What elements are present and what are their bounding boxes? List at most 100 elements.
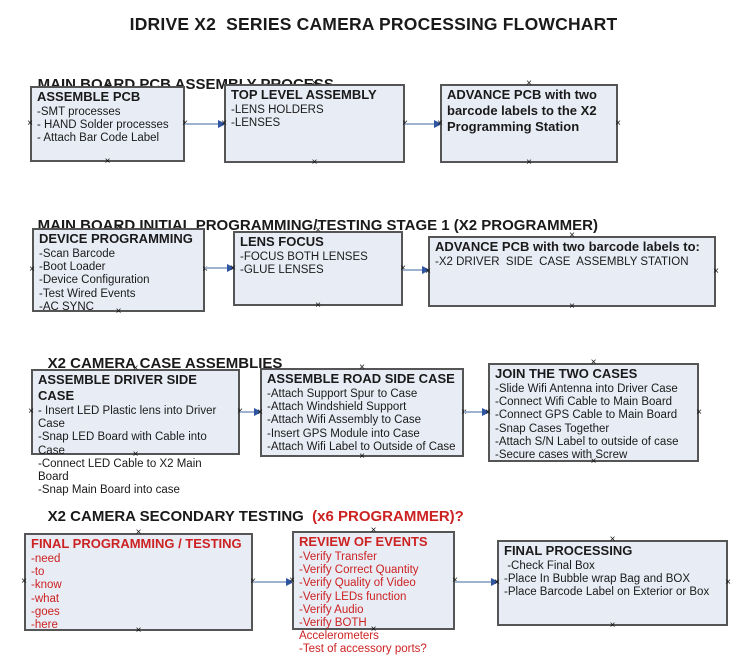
- box-item: -Attach Support Spur to Case: [267, 388, 418, 400]
- box-item: -Scan Barcode: [39, 248, 116, 260]
- flow-box-review-of-events: REVIEW OF EVENTS -Verify Transfer-Verify…: [289, 526, 458, 656]
- box-item: -X2 DRIVER SIDE CASE ASSEMBLY STATION: [435, 256, 689, 268]
- box-items: -Check Final Box-Place In Bubble wrap Ba…: [504, 560, 722, 600]
- connection-point-icon: ×: [526, 157, 532, 168]
- box-item: -what: [31, 592, 60, 605]
- flow-box-assemble-driver-side-case: ASSEMBLE DRIVER SIDE CASE - Insert LED P…: [28, 364, 243, 497]
- box-item: -Attach Wifi Label to Outside of Case: [267, 440, 456, 453]
- box-item: -Attach S/N Label to outside of case: [495, 435, 679, 448]
- box-title: LENS FOCUS: [240, 234, 324, 249]
- connection-point-icon: ×: [725, 577, 731, 588]
- box-items: -Verify Transfer-Verify Correct Quantity…: [299, 551, 449, 657]
- box-title: FINAL PROCESSING: [504, 543, 633, 558]
- box-item: -Secure cases with Screw: [495, 449, 628, 462]
- box-items: -SMT processes- HAND Solder processes- A…: [37, 106, 179, 146]
- box-item: -Insert GPS Module into Case: [267, 427, 420, 440]
- flow-arrow: [205, 264, 235, 272]
- connection-point-icon: ×: [569, 301, 575, 312]
- box-items: -Scan Barcode-Boot Loader-Device Configu…: [39, 248, 199, 314]
- box-items: -LENS HOLDERS-LENSES: [231, 104, 399, 130]
- box-item: -Verify Transfer: [299, 551, 377, 563]
- box-title: DEVICE PROGRAMMING: [39, 231, 193, 246]
- box-item: -Snap Main Board into case: [38, 484, 180, 497]
- box-title: JOIN THE TWO CASES: [495, 366, 638, 381]
- box-title: ASSEMBLE DRIVER SIDE CASE: [38, 372, 201, 403]
- box-title: REVIEW OF EVENTS: [299, 534, 428, 549]
- box-items: -need-to-know-what-goes-here: [31, 553, 247, 632]
- connection-point-icon: ×: [315, 300, 321, 311]
- flow-box-assemble-pcb: ASSEMBLE PCB -SMT processes- HAND Solder…: [27, 81, 188, 167]
- flow-box-advance-pcb-driver-side: ADVANCE PCB with two barcode labels to: …: [425, 231, 719, 312]
- box-item: -Verify BOTH Accelerometers: [299, 617, 379, 643]
- connection-point-icon: ×: [104, 156, 111, 167]
- box-item: -Test Wired Events: [39, 287, 136, 300]
- flow-box-top-level-assembly: TOP LEVEL ASSEMBLY -LENS HOLDERS-LENSES …: [221, 79, 408, 168]
- box-items: -Attach Support Spur to Case-Attach Wind…: [267, 388, 458, 454]
- connection-point-icon: ×: [311, 157, 318, 168]
- box-item: -Slide Wifi Antenna into Driver Case: [495, 383, 678, 395]
- flow-box-final-programming-testing: FINAL PROGRAMMING / TESTING -need-to-kno…: [21, 528, 256, 636]
- box-item: -SMT processes: [37, 106, 121, 118]
- flow-box-advance-pcb-programming-station: ADVANCE PCB with two barcode labels to t…: [437, 79, 621, 168]
- box-item: - Attach Bar Code Label: [37, 132, 160, 145]
- flow-box-lens-focus: LENS FOCUS -FOCUS BOTH LENSES-GLUE LENSE…: [230, 226, 406, 311]
- box-item: -Check Final Box: [504, 560, 595, 572]
- box-item: -goes: [31, 605, 60, 618]
- connection-point-icon: ×: [29, 264, 35, 275]
- box-item: -Snap LED Board with Cable into Case: [38, 431, 210, 457]
- box-item: - HAND Solder processes: [37, 119, 169, 132]
- box-item: -AC SYNC: [39, 300, 94, 313]
- section-header-suffix: (x6 PROGRAMMER)?: [307, 508, 464, 525]
- page-title: IDRIVE X2 SERIES CAMERA PROCESSING FLOWC…: [129, 14, 618, 34]
- connection-point-icon: ×: [609, 620, 616, 631]
- box-item: -GLUE LENSES: [240, 264, 324, 277]
- flow-arrow: [240, 408, 262, 416]
- box-title: ADVANCE PCB with two barcode labels to:: [435, 239, 700, 254]
- box-item: -Connect GPS Cable to Main Board: [495, 409, 678, 422]
- box-title: ASSEMBLE ROAD SIDE CASE: [267, 371, 455, 386]
- box-item: -LENSES: [231, 117, 281, 130]
- connection-point-icon: ×: [696, 406, 702, 418]
- box-item: -Verify LEDs function: [299, 590, 407, 603]
- box-title: FINAL PROGRAMMING / TESTING: [31, 536, 242, 551]
- box-item: -Place In Bubble wrap Bag and BOX: [504, 573, 691, 586]
- connection-point-icon: ×: [21, 576, 27, 587]
- box-item: -Test of accessory ports?: [299, 643, 427, 656]
- box-item: -Attach Wifi Assembly to Case: [267, 414, 422, 427]
- box-item: -Attach Windshield Support: [267, 401, 407, 414]
- box-item: -Connect Wifi Cable to Main Board: [495, 396, 673, 409]
- flow-box-assemble-road-side-case: ASSEMBLE ROAD SIDE CASE -Attach Support …: [257, 363, 467, 462]
- box-item: -need: [31, 553, 61, 565]
- box-items: -Slide Wifi Antenna into Driver Case-Con…: [495, 383, 693, 462]
- box-item: -LENS HOLDERS: [231, 104, 324, 116]
- box-item: -Place Barcode Label on Exterior or Box: [504, 586, 710, 599]
- flow-arrow: [464, 408, 490, 416]
- connection-point-icon: ×: [615, 117, 621, 129]
- flow-arrow: [403, 266, 430, 274]
- box-item: -know: [31, 579, 62, 592]
- flow-arrow: [185, 120, 226, 128]
- section-header-text: X2 CAMERA CASE ASSEMBLIES: [47, 355, 283, 372]
- connection-point-icon: ×: [28, 406, 34, 417]
- box-item: -FOCUS BOTH LENSES: [240, 251, 368, 263]
- flow-arrow: [405, 120, 442, 128]
- flow-arrow: [455, 578, 499, 586]
- box-title: TOP LEVEL ASSEMBLY: [231, 87, 377, 102]
- box-item: -Snap Cases Together: [495, 422, 610, 435]
- section-header-case-assemblies: X2 CAMERA CASE ASSEMBLIES: [31, 338, 283, 389]
- box-items: -X2 DRIVER SIDE CASE ASSEMBLY STATION: [435, 256, 710, 269]
- box-title: ADVANCE PCB with two barcode labels to t…: [447, 87, 601, 134]
- connection-point-icon: ×: [27, 118, 33, 129]
- box-items: -FOCUS BOTH LENSES-GLUE LENSES: [240, 251, 397, 277]
- flow-box-final-processing: FINAL PROCESSING -Check Final Box-Place …: [494, 535, 731, 631]
- box-items: - Insert LED Plastic lens into Driver Ca…: [38, 405, 234, 497]
- box-item: -Boot Loader: [39, 261, 106, 274]
- flow-box-device-programming: DEVICE PROGRAMMING -Scan Barcode-Boot Lo…: [29, 223, 208, 317]
- box-item: - Insert LED Plastic lens into Driver Ca…: [38, 405, 220, 431]
- box-item: -Verify Audio: [299, 603, 364, 616]
- box-title: ASSEMBLE PCB: [37, 89, 141, 104]
- box-item: -Device Configuration: [39, 274, 150, 287]
- connection-point-icon: ×: [359, 451, 365, 462]
- box-item: -Connect LED Cable to X2 Main Board: [38, 457, 205, 484]
- box-item: -Verify Correct Quantity: [299, 564, 419, 577]
